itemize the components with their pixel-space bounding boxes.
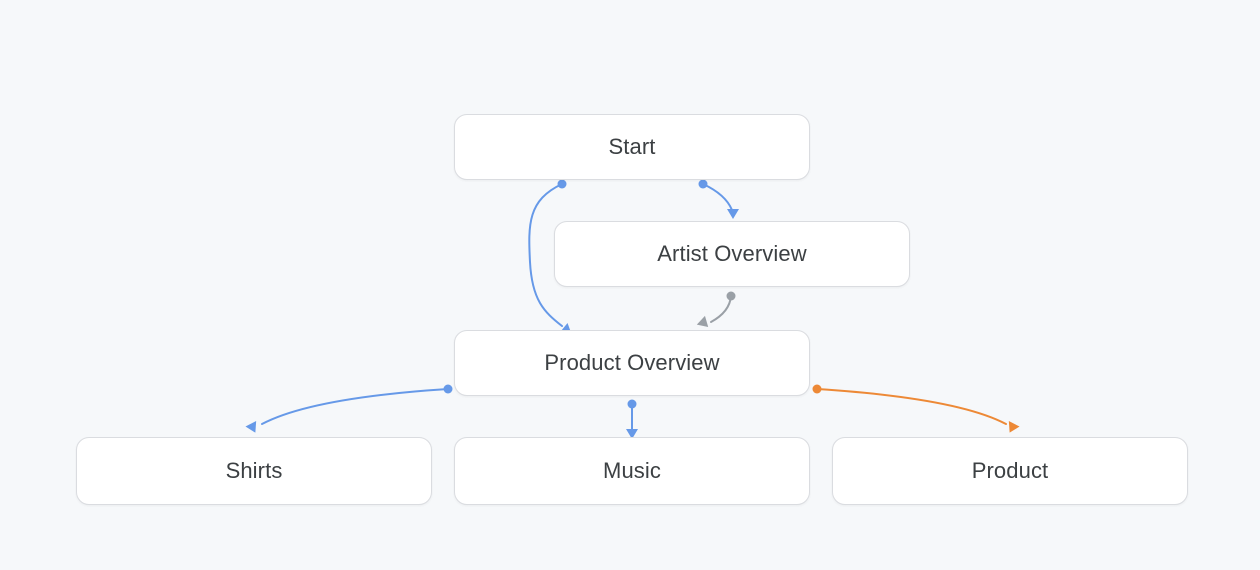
edge-source-dot <box>698 179 708 189</box>
node-product-overview[interactable]: Product Overview <box>454 330 810 396</box>
edge-arrowhead <box>727 209 739 219</box>
edge-path <box>816 388 1007 425</box>
edge-artist-overview-to-product-overview <box>696 291 736 328</box>
edge-path <box>261 388 449 425</box>
node-start[interactable]: Start <box>454 114 810 180</box>
node-label: Shirts <box>225 458 283 483</box>
node-artist-overview[interactable]: Artist Overview <box>554 221 910 287</box>
edge-source-dot <box>557 179 567 189</box>
edge-source-dot <box>443 384 453 394</box>
node-label: Artist Overview <box>657 241 807 266</box>
edge-product-overview-to-music <box>626 399 638 439</box>
node-music[interactable]: Music <box>454 437 810 505</box>
edge-arrowhead <box>245 421 257 433</box>
edge-source-dot <box>726 291 736 301</box>
edge-arrowhead <box>1008 421 1020 433</box>
node-label: Music <box>603 458 661 483</box>
edge-start-to-artist-overview <box>698 179 739 219</box>
edge-source-dot <box>812 384 822 394</box>
edge-path <box>710 295 732 323</box>
node-label: Product Overview <box>544 350 720 375</box>
node-shirts[interactable]: Shirts <box>76 437 432 505</box>
edge-source-dot <box>627 399 637 409</box>
node-label: Start <box>608 134 656 159</box>
node-product[interactable]: Product <box>832 437 1188 505</box>
edge-product-overview-to-shirts <box>245 384 453 433</box>
node-label: Product <box>971 458 1049 483</box>
edge-path <box>702 183 733 211</box>
edge-product-overview-to-product <box>812 384 1020 433</box>
